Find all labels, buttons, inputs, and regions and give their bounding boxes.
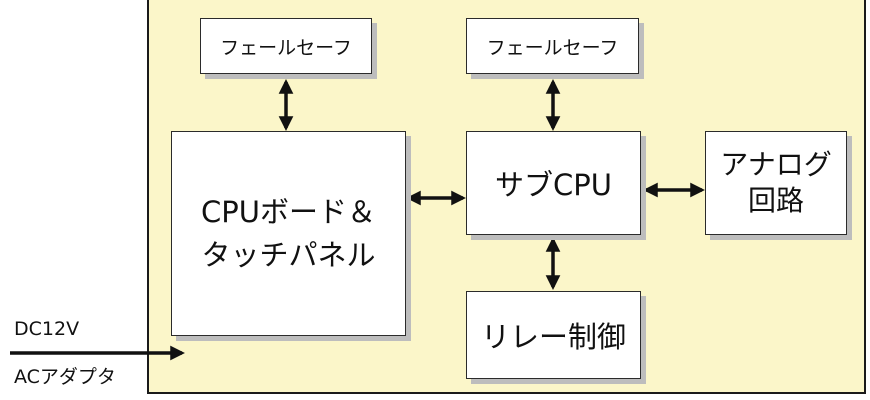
sub-cpu-label: サブCPU [495,168,612,202]
sub-cpu-block: サブCPU [466,131,641,235]
analog-circuit-block: アナログ 回路 [705,131,847,235]
dc-input-label: DC12V [14,318,80,340]
relay-control-block: リレー制御 [466,291,641,379]
cpu-board-block: CPUボード＆ タッチパネル [171,131,406,336]
failsafe-left-block: フェールセーフ [200,18,372,74]
relay-control-label: リレー制御 [480,320,626,354]
ac-adapter-label: ACアダプタ [14,366,116,388]
analog-circuit-label: アナログ 回路 [720,147,832,217]
failsafe-right-label: フェールセーフ [486,36,619,59]
cpu-board-label: CPUボード＆ タッチパネル [201,195,376,272]
failsafe-left-label: フェールセーフ [220,36,352,59]
failsafe-right-block: フェールセーフ [466,18,639,74]
